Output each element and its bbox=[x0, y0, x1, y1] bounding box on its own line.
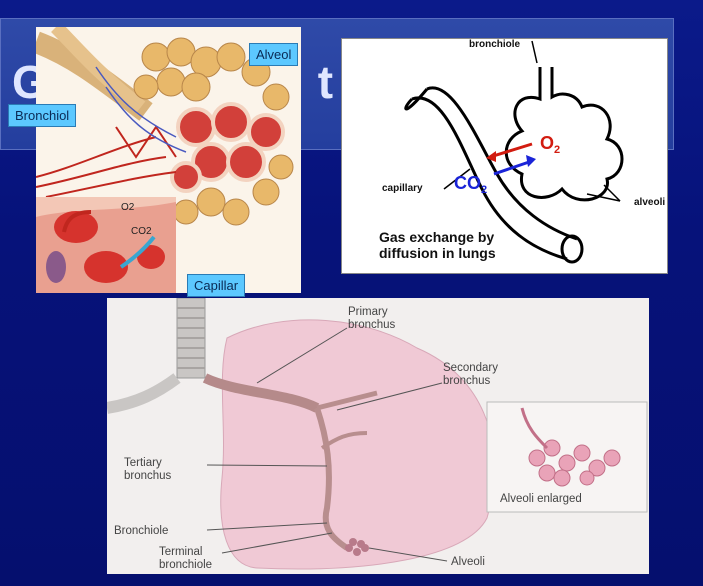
alveoli-illustration-svg: O2 CO2 bbox=[36, 27, 301, 293]
o2-label-small: O2 bbox=[121, 202, 135, 213]
gas-exchange-svg: bronchiole capillary alveoli O2 CO2 Gas … bbox=[342, 39, 667, 273]
capillary-label: capillary bbox=[382, 183, 423, 194]
co2-label-small: CO2 bbox=[131, 226, 152, 237]
alveol-callout: Alveol bbox=[249, 43, 298, 66]
bronchiol-callout: Bronchiol bbox=[8, 104, 76, 127]
bronchiole-label: bronchiole bbox=[469, 39, 521, 50]
alveoli-label: alveoli bbox=[634, 197, 665, 208]
lung-anatomy bbox=[107, 298, 649, 574]
co2-label: CO2 bbox=[454, 173, 487, 196]
alveoli-label-lower: Alveoli bbox=[451, 556, 485, 569]
lung-anatomy-svg bbox=[107, 298, 649, 574]
caption-line2: diffusion in lungs bbox=[379, 245, 496, 261]
gas-exchange-diagram: bronchiole capillary alveoli O2 CO2 Gas … bbox=[341, 38, 668, 274]
alveoli-enlarged-caption: Alveoli enlarged bbox=[500, 493, 582, 506]
alveoli-illustration: O2 CO2 bbox=[36, 27, 301, 293]
capillar-callout: Capillar bbox=[187, 274, 245, 297]
caption-line1: Gas exchange by bbox=[379, 229, 494, 245]
slide-title-right: t bbox=[318, 55, 335, 109]
bronchiole-label-lower: Bronchiole bbox=[114, 525, 168, 538]
